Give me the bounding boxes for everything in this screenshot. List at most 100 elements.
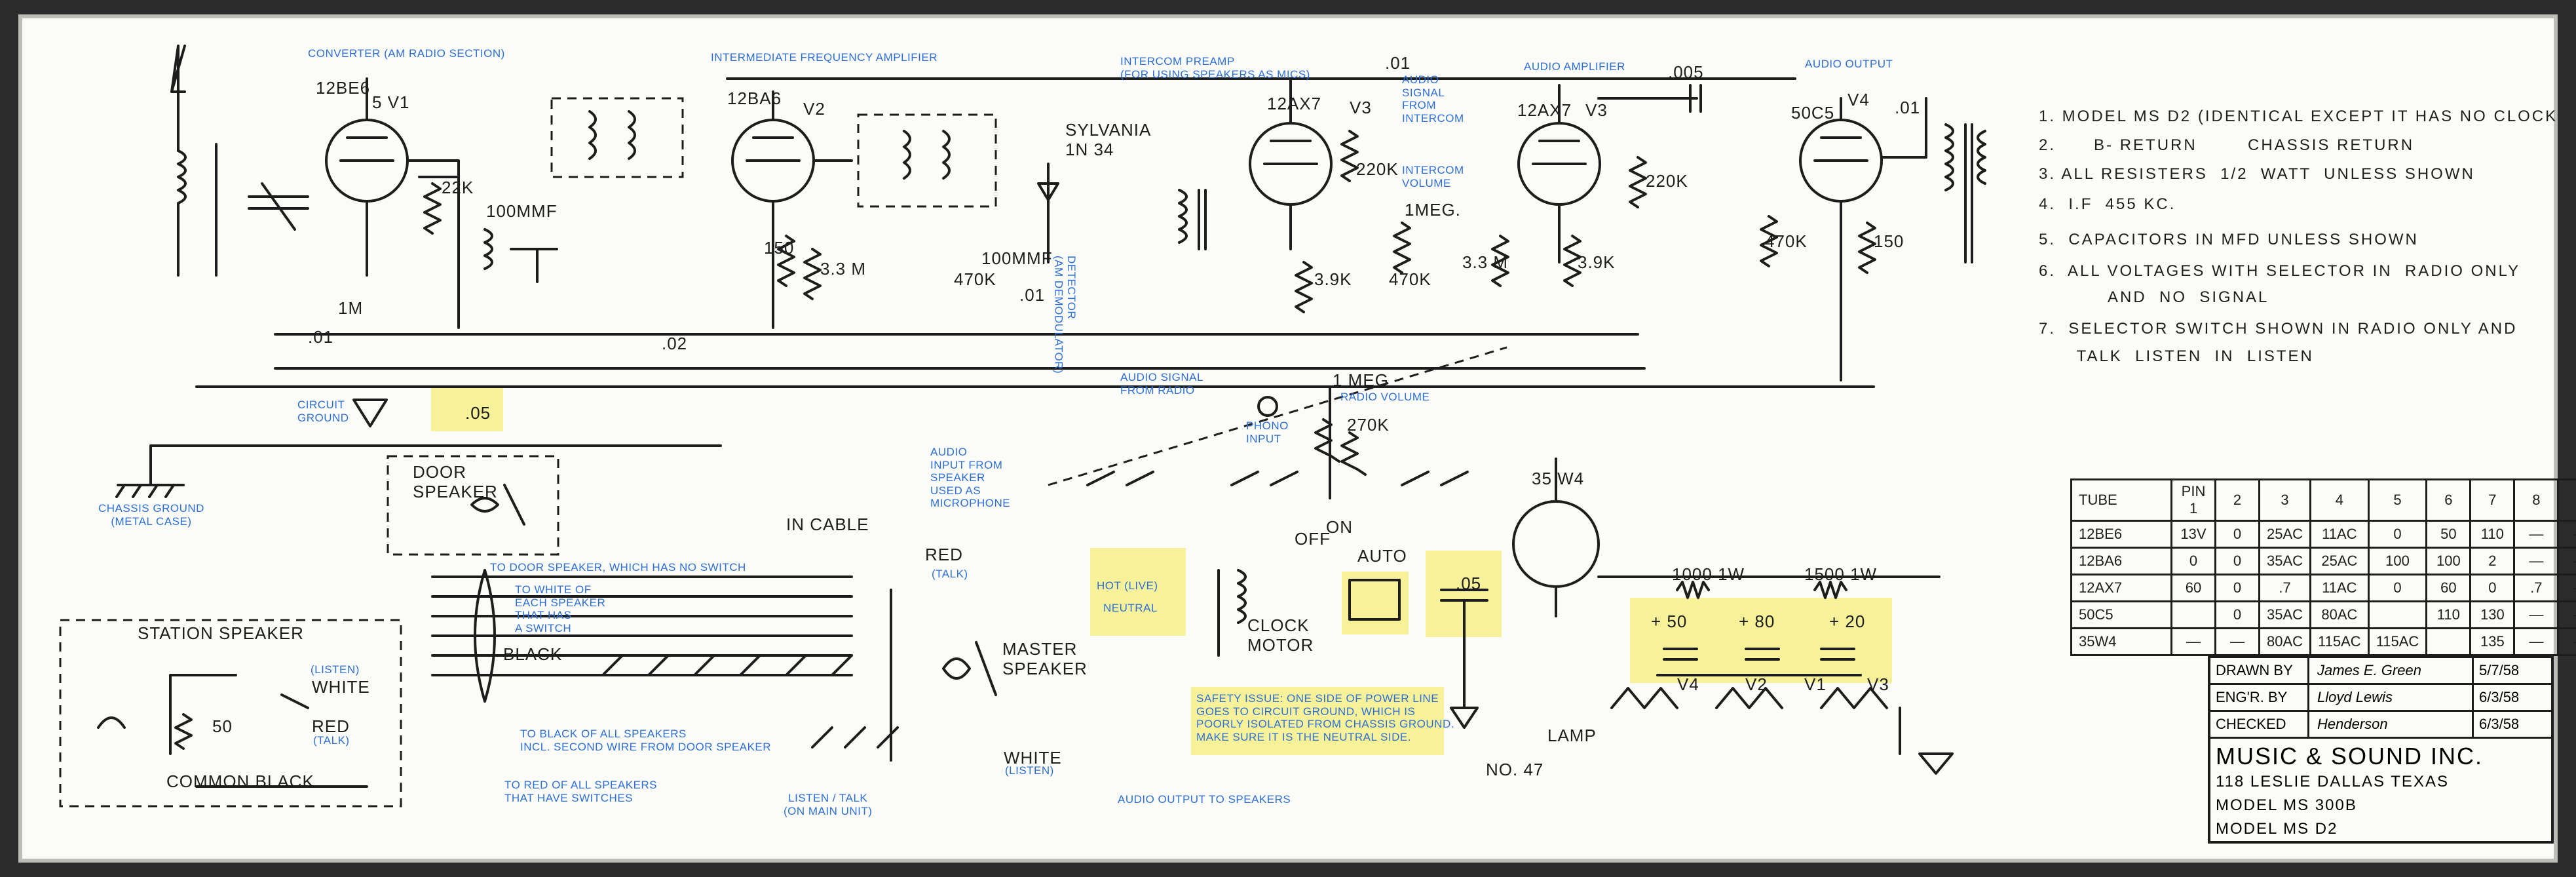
detector-diode: [1037, 163, 1059, 263]
label-red-station: RED: [312, 716, 350, 736]
note-7: 7. SELECTOR SWITCH SHOWN IN RADIO ONLY A…: [2039, 320, 2518, 338]
v4-wiring: [1813, 97, 1927, 381]
label-audio-amplifier: AUDIO AMPLIFIER: [1524, 60, 1625, 73]
speaker-cable-bundle: [431, 575, 853, 676]
table-cell: 60: [2425, 574, 2472, 602]
highlight-hot-neutral: [1090, 548, 1186, 636]
table-cell: 110: [2469, 520, 2516, 549]
table-header-cell: 5: [2367, 478, 2428, 522]
highlight-05-cap: [431, 385, 503, 431]
door-speaker-box: [387, 455, 559, 556]
engr-by-label: ENG'R. BY: [2210, 685, 2309, 710]
station-speaker-box: [59, 619, 402, 808]
note-2: 2. B- RETURN CHASSIS RETURN: [2039, 136, 2415, 154]
table-header-cell: 6: [2425, 478, 2472, 522]
master-speaker-symbol: [942, 641, 997, 696]
label-station-speaker: STATION SPEAKER: [138, 623, 304, 643]
table-header-cell: 7: [2469, 478, 2516, 522]
label-220k-b: 220K: [1646, 171, 1688, 191]
label-12be6: 12BE6: [316, 78, 371, 98]
label-12ba6: 12BA6: [727, 88, 782, 108]
selector-switch-lines: [1086, 471, 1469, 486]
input-coil: [177, 143, 218, 277]
label-470k-b: 470K: [1389, 269, 1431, 289]
table-cell: 110: [2425, 600, 2472, 629]
r-1500: [1813, 581, 1847, 599]
clock-motor-coil: [1217, 569, 1247, 657]
note-3: 3. ALL RESISTERS 1/2 WATT UNLESS SHOWN: [2039, 165, 2475, 183]
table-cell: 0: [2214, 600, 2260, 629]
note-6-cont: AND NO SIGNAL: [2039, 288, 2269, 306]
table-cell: 0: [2214, 547, 2260, 575]
label-470k-c: 470K: [1765, 231, 1808, 251]
label-audio-signal-intercom: AUDIO SIGNAL FROM INTERCOM: [1402, 73, 1464, 125]
table-header-cell: 4: [2309, 478, 2370, 522]
table-cell: 130: [2469, 600, 2516, 629]
label-v2: V2: [803, 99, 825, 119]
table-cell: 0: [2170, 547, 2216, 575]
output-transformer: [1944, 123, 1986, 263]
label-talk-blue: (TALK): [932, 568, 968, 580]
label-150-b: 150: [1874, 231, 1904, 251]
label-listen-bottom: (LISTEN): [1005, 764, 1054, 777]
label-listen-station: (LISTEN): [311, 663, 360, 676]
r-220k-a: [1340, 130, 1359, 182]
label-cap20: + 20: [1829, 612, 1866, 631]
table-cell: [2367, 600, 2428, 629]
label-detector: DETECTOR (AM DEMODULATOR): [1052, 256, 1078, 374]
checked-signature: Henderson: [2309, 712, 2474, 737]
label-1meg-a: 1MEG.: [1405, 200, 1461, 220]
label-master-speaker: MASTER SPEAKER: [1002, 639, 1088, 678]
intercom-transformer: [1178, 189, 1207, 250]
label-radio-volume: RADIO VOLUME: [1340, 391, 1430, 403]
table-cell: 35W4: [2070, 627, 2172, 656]
table-cell: 0: [2214, 520, 2260, 549]
ground-symbol-circuit: [352, 399, 388, 427]
label-470k-a: 470K: [954, 269, 996, 289]
label-02: .02: [662, 334, 688, 353]
phono-jack: [1257, 396, 1278, 417]
table-header-cell: 8: [2513, 478, 2560, 522]
table-cell: 135: [2469, 627, 2516, 656]
label-off: OFF: [1295, 529, 1331, 549]
table-cell: —: [2557, 547, 2576, 575]
r-1000: [1676, 581, 1710, 599]
highlight-filter-caps: [1630, 598, 1892, 683]
label-fil-v4: V4: [1677, 674, 1699, 694]
table-cell: 11AC: [2309, 574, 2370, 602]
label-fil-v1: V1: [1804, 674, 1827, 694]
label-33m: 3.3 M: [820, 259, 867, 279]
table-cell: 0: [2469, 574, 2516, 602]
label-door-speaker: DOOR SPEAKER: [413, 462, 498, 501]
label-270k: 270K: [1347, 415, 1390, 435]
checked-label: CHECKED: [2210, 712, 2309, 737]
table-cell: 12AX7: [2070, 574, 2172, 602]
table-cell: —: [2513, 520, 2560, 549]
tube-voltage-table: TUBE PIN 1 2 3 4 5 6 7 8 9 12BE613V025AC…: [2070, 478, 2576, 656]
table-cell: 100: [2367, 547, 2428, 575]
company-address: 118 LESLIE DALLAS TEXAS: [2216, 773, 2449, 790]
label-circuit-ground: CIRCUIT GROUND: [297, 399, 349, 424]
label-fil-v2: V2: [1745, 674, 1768, 694]
label-01c: .01: [1895, 98, 1921, 117]
label-lamp: LAMP: [1547, 726, 1597, 745]
engr-by-date: 6/3/58: [2479, 689, 2520, 705]
label-v3-b: V3: [1585, 100, 1608, 120]
company-name: MUSIC & SOUND INC.: [2216, 743, 2484, 770]
table-cell: —: [2513, 627, 2560, 656]
note-5: 5. CAPACITORS IN MFD UNLESS SHOWN: [2039, 231, 2419, 248]
label-red: RED: [925, 545, 963, 564]
v1-wiring: [339, 77, 460, 329]
r-39k-a: [1295, 261, 1313, 313]
table-header-cell: PIN 1: [2170, 478, 2216, 522]
r-150-b: [1858, 222, 1876, 274]
note-6: 6. ALL VOLTAGES WITH SELECTOR IN RADIO O…: [2039, 262, 2521, 280]
highlight-cord-switch: [1342, 572, 1409, 634]
b-plus-rail: [274, 333, 1646, 370]
table-header-cell: 9: [2557, 478, 2576, 522]
table-cell: 12BE6: [2070, 520, 2172, 549]
table-cell: 25AC: [2309, 547, 2370, 575]
